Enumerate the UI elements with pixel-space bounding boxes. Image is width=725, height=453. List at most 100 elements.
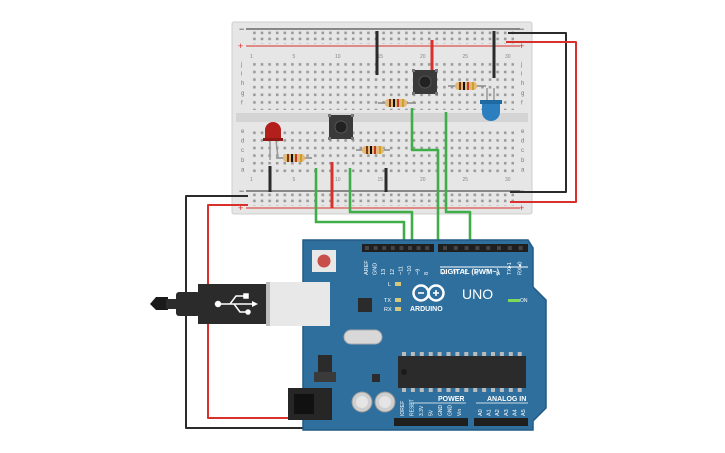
rail-plus-label-top: + <box>238 41 243 51</box>
green-wire-pin12[interactable] <box>348 168 414 246</box>
push-button-2[interactable] <box>412 69 438 95</box>
column-number-20-bottom: 20 <box>420 177 426 183</box>
column-number-25-bottom: 25 <box>463 177 469 183</box>
led-l-label: L <box>388 282 391 288</box>
digital-pin-socket[interactable] <box>497 246 501 250</box>
power-pin-GND: GND <box>448 405 454 417</box>
digital-pin-6: ~6 <box>453 269 459 275</box>
red-wire-rail-link[interactable] <box>506 41 577 203</box>
resistor-3[interactable] <box>378 99 416 107</box>
capacitor-1 <box>351 391 373 413</box>
push-button-1[interactable] <box>328 114 354 140</box>
digital-pin-10: ~10 <box>407 266 413 275</box>
voltage-regulator <box>318 355 332 373</box>
column-number-5-bottom: 5 <box>293 177 296 183</box>
digital-pin-AREF: AREF <box>364 260 370 275</box>
analog-pin-A2: A2 <box>495 409 501 416</box>
analog-pin-A5: A5 <box>521 409 527 416</box>
power-pin-GND: GND <box>438 405 444 417</box>
analog-pin-A4: A4 <box>512 409 518 416</box>
usb-chip <box>358 298 372 312</box>
green-wire-pin7[interactable] <box>444 112 472 246</box>
capacitor-2 <box>374 391 396 413</box>
digital-header-left <box>362 244 434 252</box>
digital-pin-TX1: TX▸1 <box>507 262 513 275</box>
digital-pin-socket[interactable] <box>453 246 458 250</box>
row-letter-b-left: b <box>241 158 245 164</box>
green-wire-pin13[interactable] <box>314 168 406 246</box>
row-letter-g-right: g <box>521 91 524 97</box>
usb-icon <box>214 293 258 315</box>
digital-pin-socket[interactable] <box>390 246 395 250</box>
row-letter-h-left: h <box>241 81 244 87</box>
black-wire-rail-link[interactable] <box>508 32 567 193</box>
digital-pin-socket[interactable] <box>507 246 512 250</box>
digital-pin-8: 8 <box>424 272 430 275</box>
resistor-2[interactable] <box>356 146 390 154</box>
digital-pin-GND: GND <box>373 263 379 275</box>
digital-pin-4: 4 <box>474 272 480 275</box>
digital-pin-12: 12 <box>390 269 396 275</box>
digital-pin-socket[interactable] <box>382 246 387 250</box>
power-header <box>394 418 468 426</box>
column-number-1-top: 1 <box>250 54 253 60</box>
resistor-1[interactable] <box>276 154 312 162</box>
arduino-logo <box>412 284 445 302</box>
row-letter-e-left: e <box>241 129 245 135</box>
digital-pin-socket[interactable] <box>365 246 369 250</box>
digital-pin-9: ~9 <box>416 269 422 275</box>
analog-pin-A3: A3 <box>504 409 510 416</box>
crystal <box>343 329 383 345</box>
digital-pin-11: ~11 <box>398 266 404 275</box>
rail-plus-label-top-right: + <box>519 41 524 51</box>
digital-pin-socket[interactable] <box>408 246 412 250</box>
row-letter-h-right: h <box>521 81 524 87</box>
led-blue[interactable] <box>480 88 502 121</box>
digital-pin-socket[interactable] <box>416 246 421 250</box>
power-pin-IOREF: IOREF <box>400 401 406 416</box>
resistor-4[interactable] <box>448 82 486 90</box>
digital-pin-socket[interactable] <box>399 246 404 250</box>
digital-pin-2: 2 <box>496 272 502 275</box>
green-wire-pin9[interactable] <box>410 108 440 246</box>
digital-pin-socket[interactable] <box>443 246 447 250</box>
column-number-15-bottom: 15 <box>378 177 384 183</box>
on-label: ON <box>520 298 528 304</box>
digital-pin-socket[interactable] <box>475 246 480 250</box>
column-number-1-bottom: 1 <box>250 177 253 183</box>
column-number-30-bottom: 30 <box>505 177 511 183</box>
digital-pin-7: 7 <box>442 272 448 275</box>
column-number-5-top: 5 <box>293 54 296 60</box>
led-rx-label: RX <box>384 307 392 313</box>
analog-header <box>474 418 528 426</box>
column-number-25-top: 25 <box>463 54 469 60</box>
digital-pin-socket[interactable] <box>464 246 469 250</box>
rail-minus-label-bottom: − <box>239 186 244 196</box>
row-letter-d-left: d <box>241 139 244 145</box>
digital-pin-socket[interactable] <box>486 246 491 250</box>
power-pin-33V: 3.3V <box>419 405 425 416</box>
digital-pin-socket[interactable] <box>425 246 430 250</box>
digital-pin-socket[interactable] <box>373 246 378 250</box>
power-pin-RESET: RESET <box>410 399 416 416</box>
row-letter-i-left: i <box>241 72 242 78</box>
rail-minus-label-top-right: − <box>519 24 524 34</box>
digital-pin-13: 13 <box>381 269 387 275</box>
rail-plus-label-bottom: + <box>238 203 243 213</box>
digital-pin-socket[interactable] <box>518 246 523 250</box>
row-letter-j-left: j <box>240 62 242 68</box>
led-red[interactable] <box>263 122 283 160</box>
row-letter-f-right: f <box>521 100 523 106</box>
rail-minus-label-top: − <box>239 24 244 34</box>
brand-label: ARDUINO <box>410 306 443 313</box>
analog-pin-A0: A0 <box>478 409 484 416</box>
usb-cable[interactable] <box>150 282 330 326</box>
column-number-10-top: 10 <box>335 54 341 60</box>
